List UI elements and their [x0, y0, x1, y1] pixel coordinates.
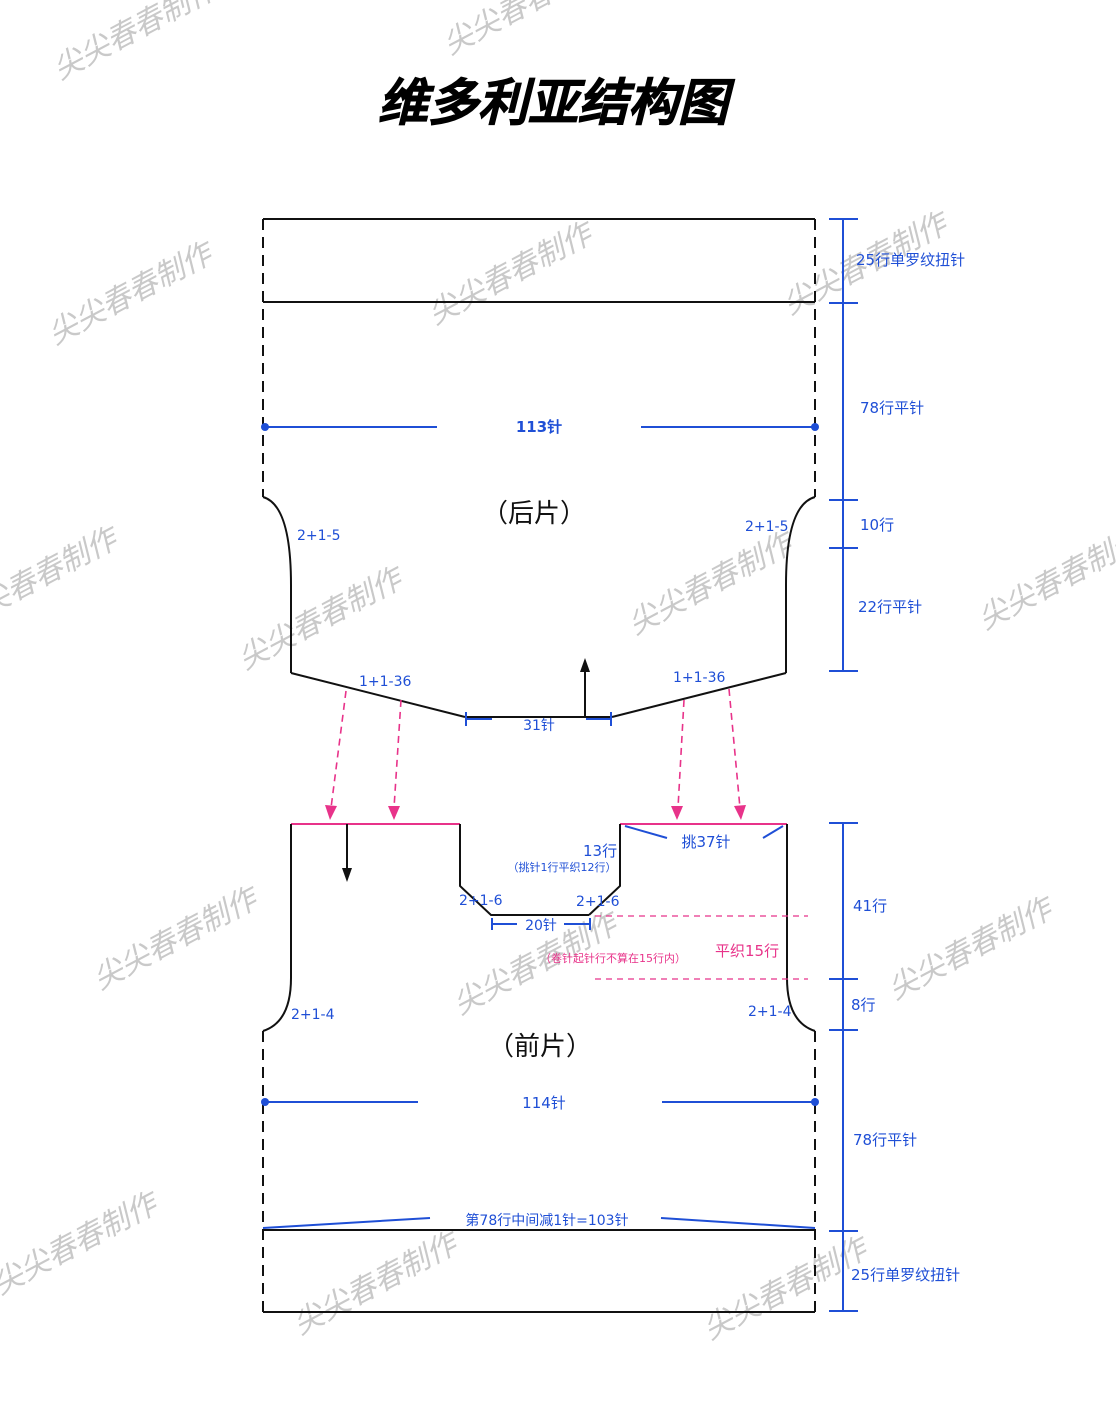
front-armhole-rows-label: 8行 [851, 996, 876, 1014]
front-neck-note: （挑针1行平织12行） [508, 860, 617, 874]
back-neck-label: 31针 [523, 718, 555, 734]
front-pickup-label: 挑37针 [681, 833, 730, 851]
back-armhole-rows-label: 10行 [860, 516, 894, 534]
front-neck-left [459, 824, 589, 916]
seam-arrowheads [325, 805, 746, 820]
front-armhole-right-label: 2+1-4 [748, 1004, 792, 1020]
watermark-15: 尖尖春春制作 [697, 1230, 876, 1347]
front-left-armhole [262, 977, 292, 1032]
back-left-armhole [262, 496, 292, 673]
front-width-label: 114针 [522, 1094, 566, 1112]
seam-arrow-2 [393, 699, 402, 809]
front-decrease-wedge [262, 1217, 816, 1229]
front-width-measure [261, 1098, 819, 1106]
front-body-rows-label: 78行平针 [853, 1131, 917, 1149]
back-body-rows-label: 78行平针 [860, 399, 924, 417]
watermark-9: 尖尖春春制作 [972, 520, 1116, 637]
watermark-13: 尖尖春春制作 [0, 1185, 166, 1302]
knit-direction-down-icon [342, 824, 352, 882]
back-right-shoulder [611, 672, 787, 718]
front-rows-ruler [829, 822, 858, 1312]
front-neck-dec-left-label: 2+1-6 [459, 893, 503, 909]
seam-arrowhead-3 [671, 806, 683, 820]
watermark-14: 尖尖春春制作 [287, 1225, 466, 1342]
front-neck-rows-label: 13行 [583, 842, 617, 860]
seam-arrow-1 [330, 690, 347, 809]
front-upper-rows-label: 41行 [853, 897, 887, 915]
back-neck-measure [465, 712, 612, 726]
back-left-shoulder [290, 672, 466, 718]
front-armhole-left-label: 2+1-4 [291, 1007, 335, 1023]
watermark-1: 尖尖春春制作 [47, 0, 226, 87]
back-armhole-right-label: 2+1-5 [745, 519, 789, 535]
watermark-7: 尖尖春春制作 [232, 560, 411, 677]
front-neck-right [588, 824, 621, 916]
back-piece-label: （后片） [482, 499, 586, 529]
back-width-measure [261, 423, 819, 431]
watermark-3: 尖尖春春制作 [42, 235, 221, 352]
watermark-2: 尖尖春春制作 [437, 0, 616, 62]
seam-arrows [330, 688, 741, 809]
back-armhole-left-label: 2+1-5 [297, 528, 341, 544]
back-shoulder-left-label: 1+1-36 [359, 674, 412, 690]
front-rib-rows-label: 25行单罗纹扭针 [851, 1266, 960, 1284]
back-upper-rows-label: 22行平针 [858, 598, 922, 616]
front-piece-label: （前片） [488, 1032, 592, 1062]
front-cast-note: （卷针起针行不算在15行内） [540, 951, 686, 965]
front-flat-guides [595, 915, 808, 980]
front-neck-dec-right-label: 2+1-6 [576, 894, 620, 910]
front-piece [262, 823, 816, 1313]
watermark-10: 尖尖春春制作 [87, 880, 266, 997]
seam-arrowhead-4 [734, 805, 746, 820]
watermark-6: 尖尖春春制作 [0, 520, 126, 637]
watermarks: 尖尖春春制作 尖尖春春制作 尖尖春春制作 尖尖春春制作 尖尖春春制作 尖尖春春制… [0, 0, 1116, 1347]
seam-arrow-4 [728, 688, 741, 809]
back-width-label: 113针 [516, 418, 562, 436]
front-neck-label: 20针 [525, 918, 557, 934]
front-right-armhole [786, 977, 816, 1032]
watermark-4: 尖尖春春制作 [422, 215, 601, 332]
back-rows-ruler [829, 218, 858, 672]
back-right-armhole [785, 496, 816, 673]
front-neck-measure [491, 918, 591, 930]
back-piece [262, 218, 816, 718]
front-decrease-note: 第78行中间减1针=103针 [465, 1212, 628, 1229]
watermark-12: 尖尖春春制作 [882, 890, 1061, 1007]
seam-arrowhead-1 [325, 805, 337, 820]
knit-direction-up-icon [580, 658, 590, 717]
seam-arrow-3 [677, 699, 685, 809]
back-shoulder-right-label: 1+1-36 [673, 670, 726, 686]
watermark-8: 尖尖春春制作 [622, 525, 801, 642]
seam-arrowhead-2 [388, 806, 400, 820]
back-width-dot-left [261, 423, 269, 431]
back-width-dot-right [811, 423, 819, 431]
front-pickup-marker [624, 825, 784, 839]
front-flat-rows-label: 平织15行 [715, 942, 779, 960]
back-rib-rows-label: 25行单罗纹扭针 [856, 251, 965, 269]
diagram-title: 维多利亚结构图 [378, 73, 735, 132]
